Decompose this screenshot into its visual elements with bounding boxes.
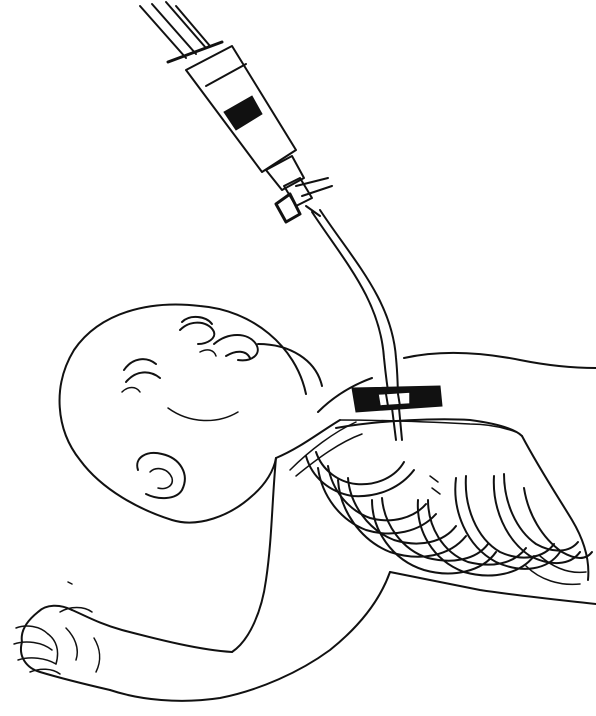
patient-body-outline — [72, 353, 596, 701]
rib-cage — [306, 419, 592, 584]
patient-hand — [14, 606, 110, 690]
patient-head — [60, 305, 322, 523]
syringe-icon — [140, 2, 332, 222]
dressing-clamp — [352, 386, 442, 412]
stray-mark — [68, 582, 72, 584]
